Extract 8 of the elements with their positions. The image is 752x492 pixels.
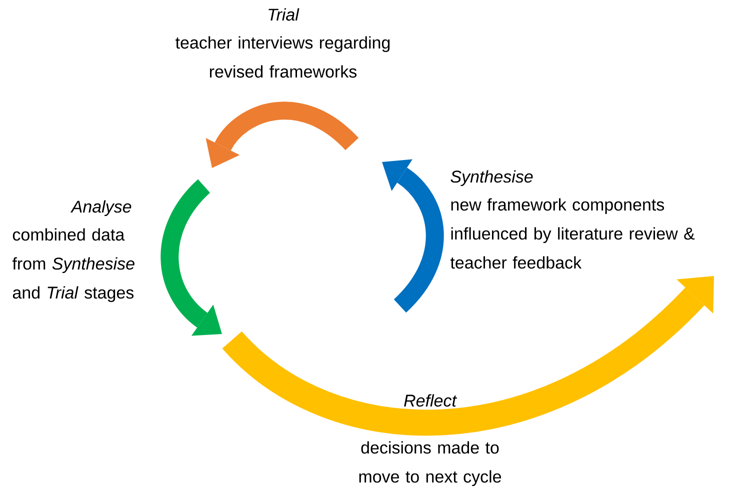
- stage-description: decisions made to move to next cycle: [359, 441, 502, 486]
- stage-description: combined data from Synthesise and Trial stages: [12, 228, 134, 302]
- stage-description: new framework components influenced by literature review & teacher feedback: [450, 198, 695, 269]
- stage-heading: Reflect: [404, 394, 458, 407]
- stage-heading: Analyse: [70, 200, 132, 216]
- stage-heading: Synthesise: [450, 170, 533, 186]
- stage-heading: Trial: [268, 8, 300, 21]
- stage-description: teacher interviews regarding revised frameworks: [176, 36, 390, 78]
